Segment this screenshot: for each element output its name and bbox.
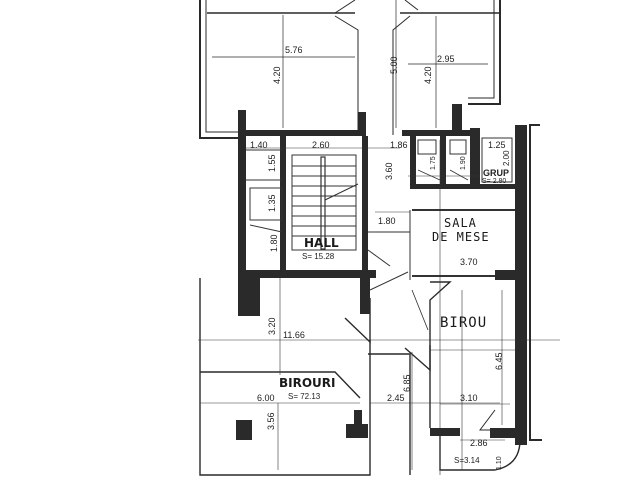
- room-label-birouri: BIROURI: [279, 376, 336, 390]
- dim-wc2-height: 1.90: [460, 156, 467, 170]
- dim-birou-height: 6.45: [494, 352, 504, 370]
- dim-top-right-width: 2.95: [437, 54, 455, 64]
- birouri-outline: [199, 278, 371, 476]
- dim-balcon-depth: 1.10: [496, 456, 503, 470]
- column: [236, 424, 252, 440]
- top-left-room-wall: [199, 0, 245, 139]
- room-label-hall: HALL: [304, 236, 339, 250]
- dim-birou-width: 3.10: [460, 393, 478, 403]
- dim-top-right-height: 4.20: [423, 66, 433, 84]
- room-label-sala-de-mese-line2: DE MESE: [432, 230, 490, 244]
- room-label-grup: GRUP: [483, 168, 510, 178]
- dim-middle-height: 6.85: [402, 374, 412, 392]
- dim-top-left-width: 5.76: [285, 45, 303, 55]
- dim-top-left-height: 4.20: [272, 66, 282, 84]
- dim-corridor-height: 3.60: [384, 162, 394, 180]
- room-label-birou: BIROU: [440, 315, 488, 331]
- dim-birouri-upper-height: 3.20: [267, 317, 277, 335]
- dim-stair-width: 2.60: [312, 140, 330, 150]
- dim-corridor-width: 1.86: [390, 140, 408, 150]
- dim-wc1-height: 1.75: [430, 156, 437, 170]
- dim-birouri-width: 6.00: [257, 393, 275, 403]
- dim-left-wc-height: 1.55: [267, 154, 277, 172]
- balcony-outline: [439, 436, 521, 471]
- dim-balcon-width: 2.86: [470, 438, 488, 448]
- dim-birouri-lower-height: 3.56: [266, 412, 276, 430]
- top-right-room-wall: [468, 0, 501, 105]
- dim-birouri-total-width: 11.66: [283, 330, 305, 340]
- dim-top-center-height: 5.00: [389, 56, 399, 74]
- room-area-balcon: S=3.14: [454, 456, 480, 465]
- dim-left-wc-width: 1.40: [250, 140, 268, 150]
- room-area-grup: S= 2.80: [482, 178, 507, 185]
- wall-segment: [238, 110, 246, 310]
- dim-sala-width: 3.70: [460, 257, 478, 267]
- dim-middle-width: 2.45: [387, 393, 405, 403]
- dim-lift-height: 1.35: [267, 194, 277, 212]
- room-area-hall: S= 15.28: [302, 252, 335, 261]
- dim-grup-height: 2.00: [502, 150, 511, 166]
- staircase: [291, 154, 359, 251]
- room-area-birouri: S= 72.13: [288, 392, 321, 401]
- dim-grup-width: 1.25: [488, 140, 506, 150]
- dim-hall-left-height: 1.80: [269, 234, 279, 252]
- dim-hall-right-width: 1.80: [378, 216, 396, 226]
- room-label-sala-de-mese-line1: SALA: [444, 216, 477, 230]
